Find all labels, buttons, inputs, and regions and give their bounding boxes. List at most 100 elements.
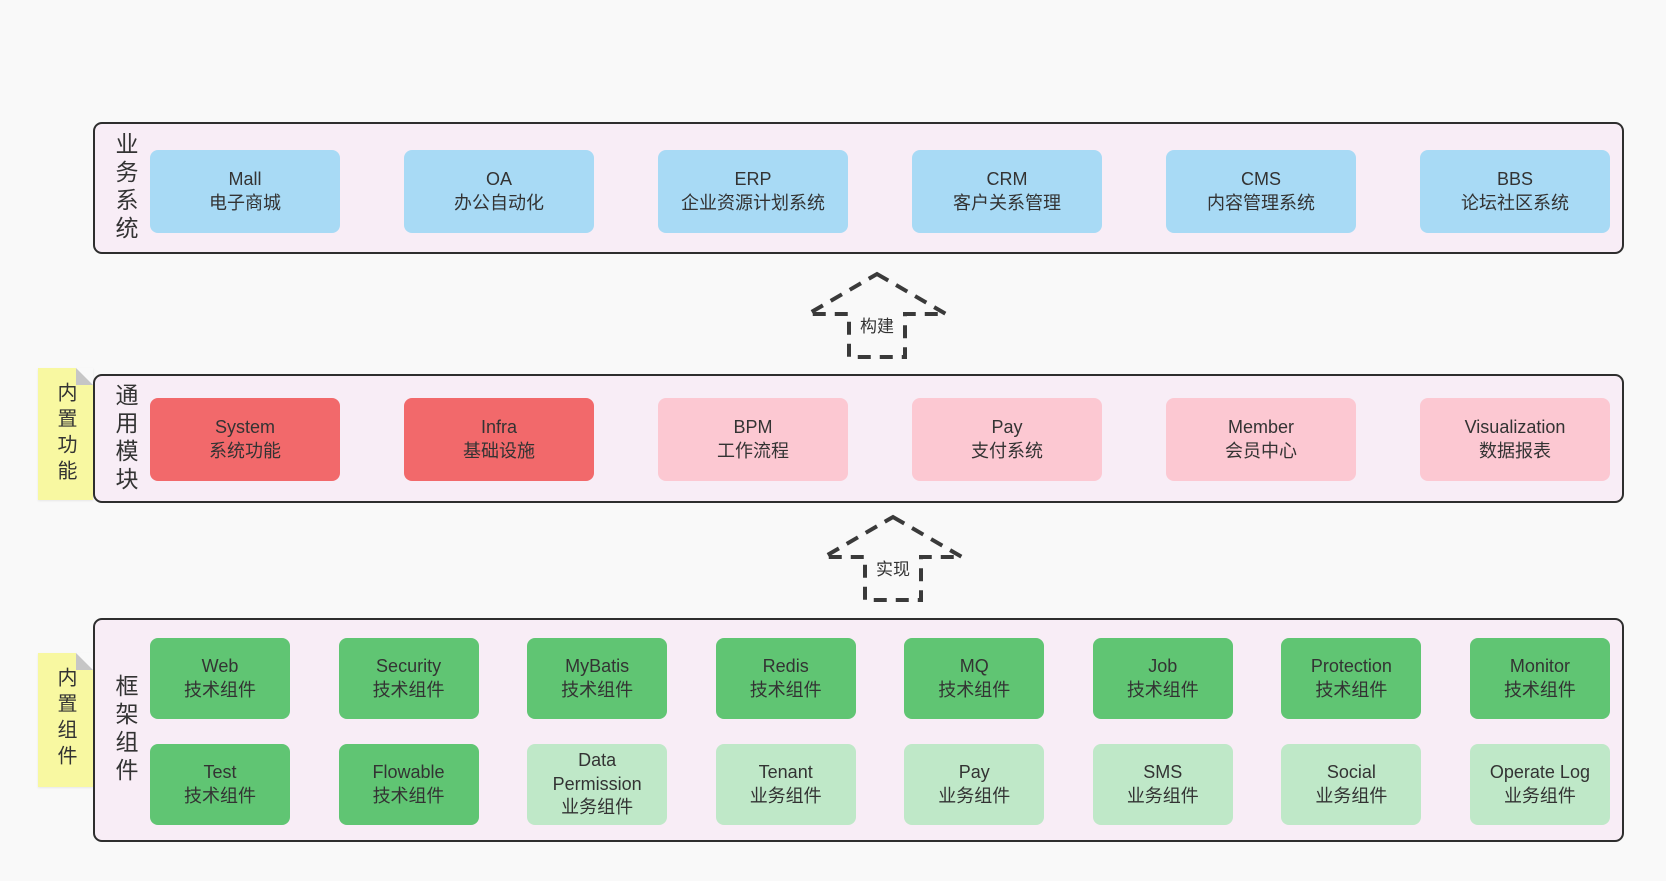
box-mq: MQ 技术组件 <box>904 638 1045 719</box>
sticky-note-builtin-components: 内置组件 <box>38 653 93 787</box>
box-desc: 技术组件 <box>184 785 256 806</box>
box-flowable: Flowable 技术组件 <box>338 744 479 825</box>
box-name: Flowable <box>372 762 445 783</box>
box-desc: 技术组件 <box>938 679 1011 700</box>
box-desc: 业务组件 <box>749 785 822 806</box>
box-tenant: Tenant 业务组件 <box>715 744 856 825</box>
box-infra: Infra 基础设施 <box>404 398 594 481</box>
box-name: SMS <box>1143 762 1183 783</box>
box-desc: 技术组件 <box>1315 679 1388 700</box>
box-data-permission: Data Permission 业务组件 <box>527 744 668 825</box>
common-modules-row: System 系统功能 Infra 基础设施 BPM 工作流程 Pay 支付系统… <box>150 398 1610 481</box>
box-desc: 技术组件 <box>561 679 634 700</box>
box-desc: 论坛社区系统 <box>1461 192 1569 213</box>
box-desc: 业务组件 <box>1315 785 1388 806</box>
box-desc: 业务组件 <box>938 785 1011 806</box>
box-protection: Protection 技术组件 <box>1281 638 1422 719</box>
box-name: Operate Log <box>1489 762 1590 783</box>
box-desc: 会员中心 <box>1225 440 1297 461</box>
framework-components-row-1: Web 技术组件 Security 技术组件 MyBatis 技术组件 Redi… <box>150 638 1610 719</box>
box-name: Job <box>1148 656 1178 677</box>
box-visualization: Visualization 数据报表 <box>1420 398 1610 481</box>
arrow-label: 构建 <box>860 317 894 336</box>
sticky-note-builtin-features: 内置功能 <box>38 368 93 500</box>
box-name: System <box>214 417 275 438</box>
box-desc: 系统功能 <box>209 440 281 461</box>
box-desc: 数据报表 <box>1479 440 1551 461</box>
box-desc: 企业资源计划系统 <box>681 192 825 213</box>
box-operate-log: Operate Log 业务组件 <box>1469 744 1610 825</box>
box-name: Tenant <box>758 762 813 783</box>
box-name: Redis <box>762 656 809 677</box>
implement-up-arrow-icon: 实现 <box>816 514 970 602</box>
box-name: Member <box>1227 417 1294 438</box>
box-desc: 技术组件 <box>184 679 256 700</box>
panel-common-modules: 通用模块 System 系统功能 Infra 基础设施 BPM 工作流程 Pay… <box>93 374 1624 503</box>
box-name: Data Permission <box>552 750 642 794</box>
box-name: BBS <box>1496 169 1534 190</box>
box-security: Security 技术组件 <box>338 638 479 719</box>
box-name: Social <box>1326 762 1376 783</box>
box-desc: 业务组件 <box>561 797 634 818</box>
box-name: CMS <box>1241 169 1281 190</box>
sticky-note-text: 内置组件 <box>54 667 76 771</box>
box-name: OA <box>485 169 512 190</box>
box-name: MyBatis <box>565 656 630 677</box>
box-sms: SMS 业务组件 <box>1092 744 1233 825</box>
box-name: Pay <box>958 762 990 783</box>
box-name: CRM <box>986 169 1028 190</box>
box-desc: 技术组件 <box>749 679 822 700</box>
box-desc: 支付系统 <box>971 440 1043 461</box>
box-social: Social 业务组件 <box>1281 744 1422 825</box>
box-name: ERP <box>734 169 772 190</box>
box-monitor: Monitor 技术组件 <box>1469 638 1610 719</box>
build-up-arrow-icon: 构建 <box>800 271 954 359</box>
panel-label-common-modules: 通用模块 <box>112 382 138 495</box>
sticky-note-text: 内置功能 <box>54 382 76 486</box>
box-name: Visualization <box>1464 417 1566 438</box>
box-desc: 客户关系管理 <box>953 192 1061 213</box>
panel-framework-components: 框架组件 Web 技术组件 Security 技术组件 MyBatis 技术组件… <box>93 618 1624 842</box>
box-name: Infra <box>480 417 518 438</box>
arrow-label: 实现 <box>876 560 910 579</box>
box-bpm: BPM 工作流程 <box>658 398 848 481</box>
box-cms: CMS 内容管理系统 <box>1166 150 1356 233</box>
box-mybatis: MyBatis 技术组件 <box>527 638 668 719</box>
box-name: Test <box>203 762 237 783</box>
box-desc: 技术组件 <box>372 785 445 806</box>
box-member: Member 会员中心 <box>1166 398 1356 481</box>
box-desc: 技术组件 <box>1126 679 1199 700</box>
box-name: MQ <box>959 656 989 677</box>
box-crm: CRM 客户关系管理 <box>912 150 1102 233</box>
box-name: Security <box>376 656 442 677</box>
box-test: Test 技术组件 <box>150 744 290 825</box>
box-pay-component: Pay 业务组件 <box>904 744 1045 825</box>
box-name: Web <box>201 656 239 677</box>
box-name: Protection <box>1310 656 1392 677</box>
box-name: Mall <box>228 169 262 190</box>
box-redis: Redis 技术组件 <box>715 638 856 719</box>
box-system: System 系统功能 <box>150 398 340 481</box>
box-desc: 电子商城 <box>209 192 281 213</box>
box-desc: 内容管理系统 <box>1207 192 1315 213</box>
box-mall: Mall 电子商城 <box>150 150 340 233</box>
box-desc: 技术组件 <box>372 679 445 700</box>
box-oa: OA 办公自动化 <box>404 150 594 233</box>
box-desc: 办公自动化 <box>454 192 544 213</box>
panel-label-framework-components: 框架组件 <box>112 674 138 786</box>
box-bbs: BBS 论坛社区系统 <box>1420 150 1610 233</box>
framework-components-row-2: Test 技术组件 Flowable 技术组件 Data Permission … <box>150 744 1610 825</box>
box-desc: 基础设施 <box>463 440 535 461</box>
box-name: Monitor <box>1509 656 1570 677</box>
box-desc: 业务组件 <box>1503 785 1576 806</box>
business-systems-row: Mall 电子商城 OA 办公自动化 ERP 企业资源计划系统 CRM 客户关系… <box>150 150 1610 233</box>
box-name: Pay <box>991 417 1023 438</box>
panel-label-business-systems: 业务系统 <box>112 132 138 244</box>
panel-business-systems: 业务系统 Mall 电子商城 OA 办公自动化 ERP 企业资源计划系统 CRM… <box>93 122 1624 254</box>
box-desc: 技术组件 <box>1503 679 1576 700</box>
box-name: BPM <box>733 417 773 438</box>
box-web: Web 技术组件 <box>150 638 290 719</box>
up-arrow-shape <box>800 271 954 359</box>
up-arrow-shape <box>816 514 970 602</box>
